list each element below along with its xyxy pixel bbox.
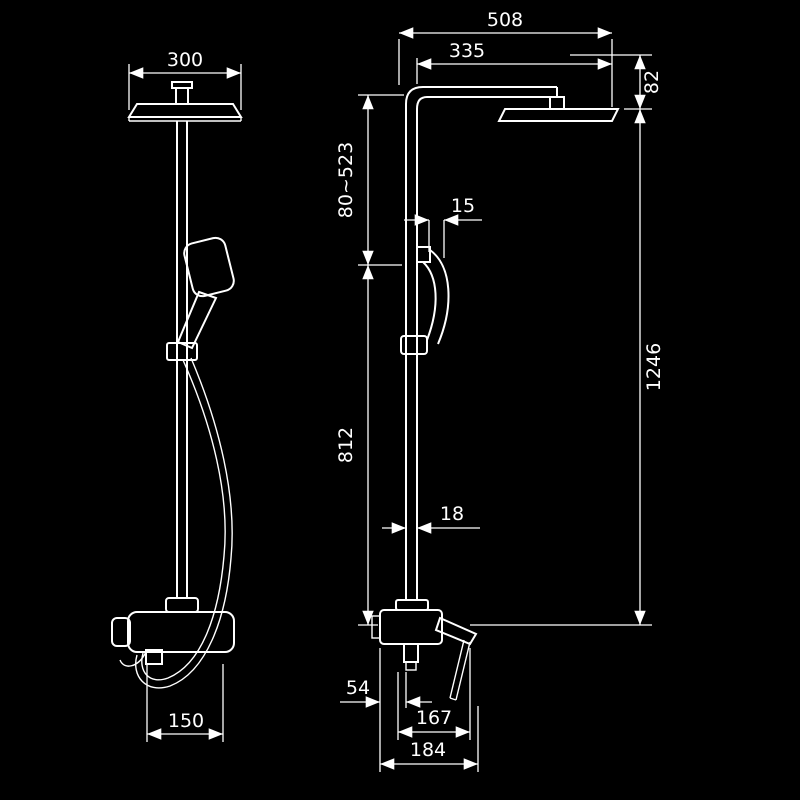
mixer-aerator-side bbox=[405, 661, 417, 671]
dim-spout-reach-167: 167 bbox=[397, 648, 471, 740]
head-plate-front bbox=[127, 103, 243, 118]
mixer-outlet-front bbox=[145, 649, 163, 665]
mixer-housing-side bbox=[379, 609, 443, 645]
mixer-spout-hook bbox=[119, 651, 147, 667]
dim-arm-reach-508: 508 bbox=[398, 9, 613, 107]
slider-bracket-front bbox=[166, 342, 198, 361]
dim-pipe-size-18: 18 bbox=[382, 503, 480, 534]
riser-pipe-side bbox=[405, 86, 558, 600]
hand-shower-face bbox=[183, 236, 235, 298]
dim-lower-height-812: 812 bbox=[335, 265, 378, 626]
hand-shower-front bbox=[166, 236, 235, 361]
dim-label-184: 184 bbox=[410, 739, 446, 761]
holder-bracket-side bbox=[416, 246, 431, 263]
shower-hose bbox=[135, 357, 233, 689]
dim-overall-height-1246: 1246 bbox=[470, 109, 665, 626]
mixer-body-side bbox=[371, 599, 478, 701]
rain-shower-head-front bbox=[127, 81, 243, 122]
hand-shower-handle bbox=[176, 290, 218, 350]
dim-label-54: 54 bbox=[346, 677, 370, 699]
dim-label-82: 82 bbox=[641, 70, 663, 94]
dim-label-150: 150 bbox=[168, 710, 204, 732]
dim-back-offset-54: 54 bbox=[340, 648, 432, 772]
side-view: 508 335 82 1246 80~523 bbox=[335, 9, 665, 772]
dim-label-812: 812 bbox=[335, 427, 357, 463]
dim-head-drop-82: 82 bbox=[570, 54, 663, 110]
dim-base-depth-184: 184 bbox=[380, 706, 479, 772]
front-view: 300 150 bbox=[111, 49, 243, 742]
head-plate-side bbox=[497, 108, 620, 122]
mixer-collar-front bbox=[165, 597, 199, 613]
dim-label-80-523: 80~523 bbox=[335, 142, 357, 218]
dim-label-167: 167 bbox=[416, 707, 452, 729]
slider-lock-side bbox=[400, 335, 428, 355]
mixer-outlet-side bbox=[403, 643, 419, 663]
head-joint-side bbox=[549, 96, 565, 110]
dim-label-1246: 1246 bbox=[643, 343, 665, 391]
mixer-collar-side bbox=[395, 599, 429, 611]
dim-label-335: 335 bbox=[449, 40, 485, 62]
mixer-backplate-side bbox=[371, 615, 381, 639]
dim-label-508: 508 bbox=[487, 9, 523, 31]
dim-head-width-335: 335 bbox=[416, 40, 612, 84]
rain-shower-head-side bbox=[497, 96, 620, 122]
head-stem bbox=[175, 87, 189, 105]
dim-holder-size-15: 15 bbox=[404, 195, 482, 258]
dim-label-300: 300 bbox=[167, 49, 203, 71]
dim-head-width-300: 300 bbox=[128, 49, 242, 110]
hand-shower-holder-side bbox=[400, 246, 450, 355]
dim-base-width-150: 150 bbox=[146, 664, 224, 742]
mixer-body-front bbox=[111, 597, 235, 667]
mixer-knob-front bbox=[111, 617, 131, 647]
dim-upper-range-80-523: 80~523 bbox=[335, 94, 404, 266]
dim-label-15: 15 bbox=[451, 195, 475, 217]
mixer-housing-front bbox=[127, 611, 235, 653]
dim-label-18: 18 bbox=[440, 503, 464, 525]
